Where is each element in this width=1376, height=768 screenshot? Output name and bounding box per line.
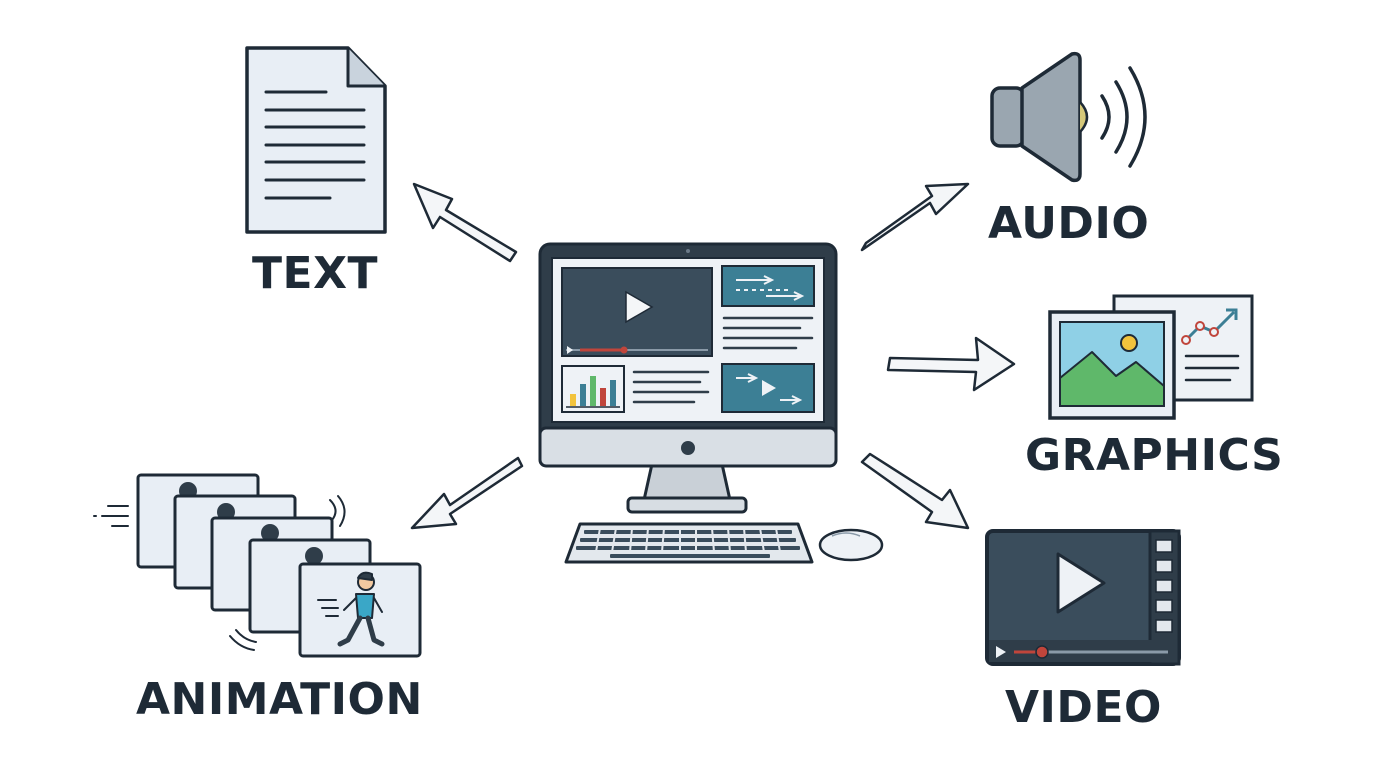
label-video: VIDEO bbox=[1005, 682, 1162, 733]
computer-icon bbox=[538, 242, 838, 514]
speaker-icon bbox=[990, 51, 1147, 183]
image-icon bbox=[1048, 294, 1254, 420]
label-audio: AUDIO bbox=[988, 198, 1150, 249]
animation-frames-icon bbox=[93, 473, 422, 658]
document-icon bbox=[245, 46, 387, 234]
arrow-to-video bbox=[860, 452, 970, 530]
arrow-to-graphics bbox=[886, 336, 1016, 392]
label-graphics: GRAPHICS bbox=[1025, 430, 1284, 481]
label-animation: ANIMATION bbox=[136, 674, 423, 725]
arrow-to-animation bbox=[410, 456, 524, 530]
arrow-to-text bbox=[412, 182, 518, 263]
label-text: TEXT bbox=[252, 248, 379, 299]
mouse-icon bbox=[818, 528, 884, 562]
arrow-to-audio bbox=[860, 182, 970, 252]
video-player-icon bbox=[985, 529, 1181, 666]
keyboard-icon bbox=[564, 522, 814, 564]
